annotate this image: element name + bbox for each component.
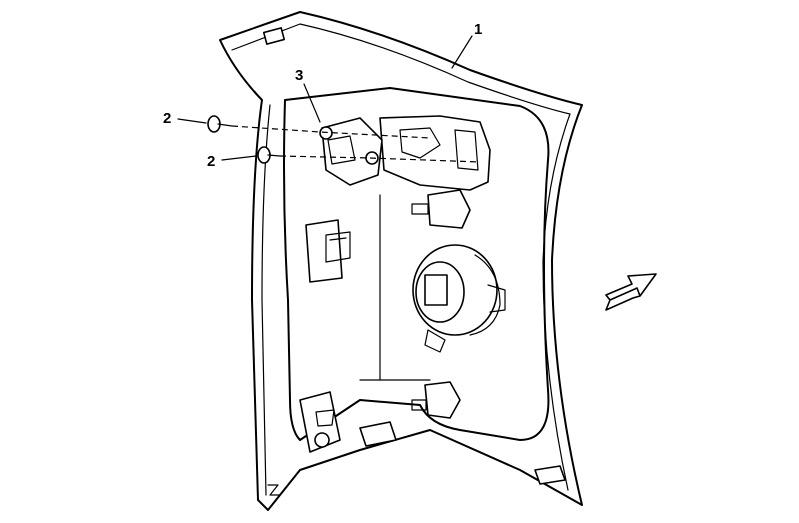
housing-left-flange [261, 104, 271, 496]
fastener-upper [207, 115, 233, 133]
lower-stud [411, 381, 461, 419]
inner-pan-ledge [359, 194, 431, 381]
lamp-housing-outer [219, 11, 583, 511]
alignment-line-upper [231, 125, 431, 139]
lamp-inner-pan [283, 87, 550, 441]
bulb-socket [412, 244, 506, 353]
lower-left-clip [299, 391, 341, 453]
leader-line-3 [303, 83, 321, 123]
left-bracket [305, 219, 351, 283]
upper-socket-detail [399, 127, 479, 171]
leader-line-1 [451, 35, 473, 69]
callout-label-2-upper: 2 [163, 110, 172, 127]
leader-line-2a [177, 118, 207, 124]
bottom-right-clip [534, 465, 566, 485]
bottom-left-mark [267, 484, 281, 496]
callout-label-2-lower: 2 [207, 153, 216, 170]
leader-line-2b [221, 155, 257, 161]
middle-stud [411, 189, 471, 229]
fastener-lower [257, 146, 281, 164]
connector-item-3 [319, 117, 383, 186]
lower-center-clip [359, 421, 397, 447]
top-clip-tab [262, 27, 286, 45]
upper-socket-boss [379, 115, 491, 191]
alignment-line-lower [279, 155, 481, 163]
callout-label-3: 3 [295, 67, 304, 84]
direction-arrow-icon [605, 273, 657, 311]
lamp-housing-rim [231, 23, 571, 491]
callout-label-1: 1 [474, 21, 483, 38]
